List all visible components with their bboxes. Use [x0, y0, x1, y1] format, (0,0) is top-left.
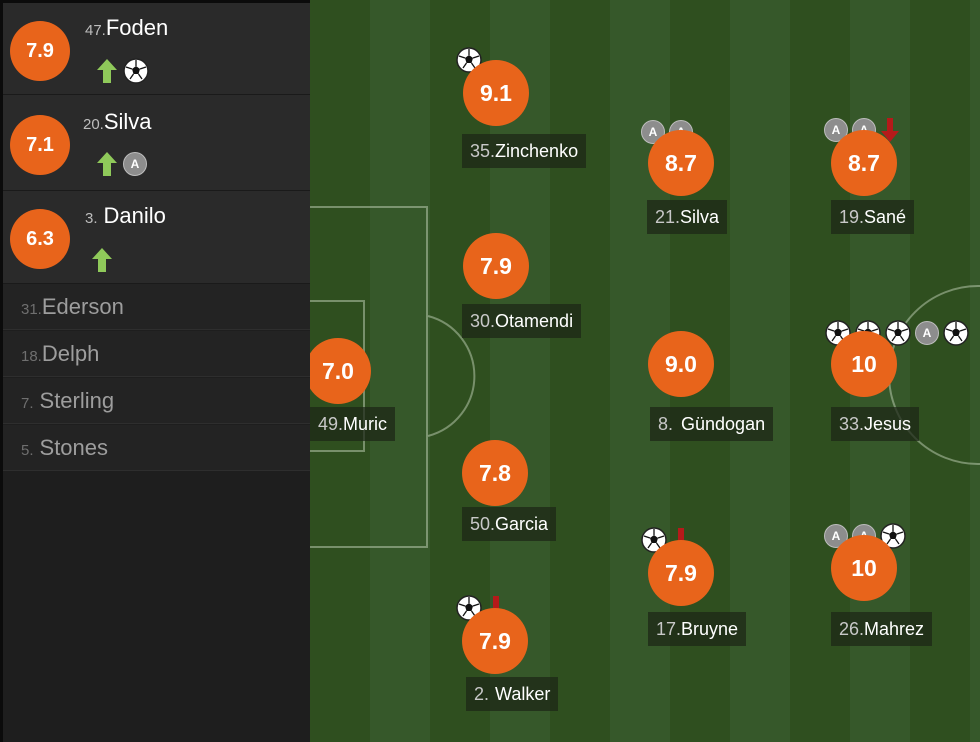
rating-badge: 7.9: [648, 540, 714, 606]
ball-icon: [123, 58, 149, 84]
player-name: 47.Foden: [85, 15, 169, 40]
player-name: 49.Muric: [310, 407, 396, 441]
penalty-area: [310, 206, 428, 548]
rating-badge: 8.7: [831, 130, 897, 196]
player-name: 21.Silva: [647, 200, 728, 234]
rating-badge: 7.1: [10, 115, 70, 175]
bench-player-sterling[interactable]: 7.Sterling: [3, 378, 310, 424]
rating-badge: 9.0: [648, 331, 714, 397]
player-name: 30.Otamendi: [462, 304, 582, 338]
sub-in-icon: [96, 151, 118, 177]
panel-top-border: [3, 0, 313, 3]
player-name: 3.Danilo: [85, 203, 166, 228]
player-name: 35.Zinchenko: [462, 134, 587, 168]
bench-player-stones[interactable]: 5.Stones: [3, 425, 310, 471]
ball-icon: [880, 523, 906, 549]
rating-badge: 6.3: [10, 209, 70, 269]
sub-out-icon: [880, 117, 900, 143]
rating-badge: 7.9: [462, 608, 528, 674]
rating-badge: 7.9: [10, 21, 70, 81]
sub-in-icon: [91, 247, 113, 273]
ball-icon: [885, 320, 911, 346]
bench-player-ederson[interactable]: 31.Ederson: [3, 284, 310, 330]
event-icons: [96, 58, 149, 84]
penalty-arc: [427, 315, 476, 437]
player-name: 19.Sané: [831, 200, 915, 234]
player-name: 8.Gündogan: [650, 407, 774, 441]
pitch: 7.0 49.Muric 9.1 35.Zinchenko 7.9 30.Ota…: [310, 0, 980, 742]
assist-icon: A: [123, 152, 147, 176]
player-name: 33.Jesus: [831, 407, 920, 441]
player-name: 2.Walker: [466, 677, 559, 711]
rating-badge: 10: [831, 535, 897, 601]
sub-in-icon: [96, 58, 118, 84]
ball-icon: [943, 320, 969, 346]
player-name: 50.Garcia: [462, 507, 557, 541]
rating-badge: 7.9: [463, 233, 529, 299]
assist-icon: A: [915, 321, 939, 345]
substitute-row-foden[interactable]: 7.9 47.Foden: [3, 3, 310, 95]
rating-badge: 10: [831, 331, 897, 397]
substitute-row-silva[interactable]: 7.1 20.Silva A: [3, 95, 310, 191]
rating-badge: 8.7: [648, 130, 714, 196]
substitutes-panel: 7.9 47.Foden 7.1 20.Silva A 6.3 3.Danilo…: [0, 0, 313, 742]
player-name: 20.Silva: [83, 109, 152, 134]
event-icons: [91, 247, 113, 273]
substitute-row-danilo[interactable]: 6.3 3.Danilo: [3, 191, 310, 284]
rating-badge: 7.0: [310, 338, 371, 404]
event-icons: A: [96, 151, 147, 177]
rating-badge: 7.8: [462, 440, 528, 506]
bench-player-delph[interactable]: 18.Delph: [3, 331, 310, 377]
rating-badge: 9.1: [463, 60, 529, 126]
player-name: 26.Mahrez: [831, 612, 933, 646]
player-name: 17.Bruyne: [648, 612, 747, 646]
